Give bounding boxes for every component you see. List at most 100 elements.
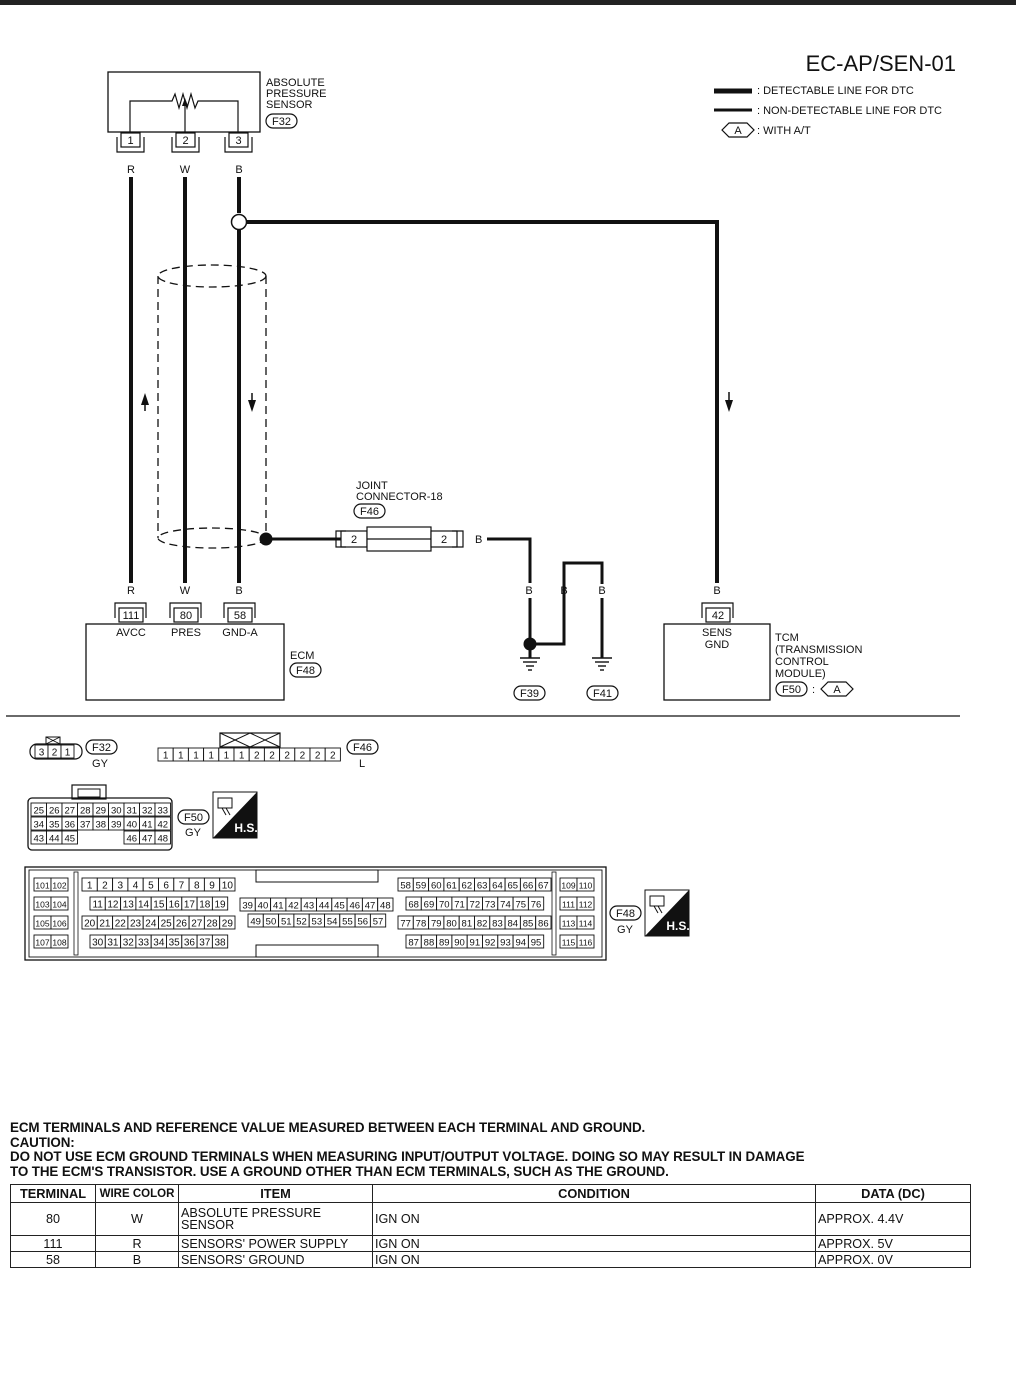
f48-pin-95-box <box>527 934 545 949</box>
tcm-condition-badge <box>820 681 854 697</box>
f48-pin-65: 65 <box>507 881 518 892</box>
f48-pin-19: 19 <box>214 900 226 911</box>
f50-pin-40: 40 <box>126 820 137 831</box>
f50-badge <box>177 809 210 825</box>
f32-color: GY <box>92 758 109 770</box>
f48-housing-outer <box>24 866 607 961</box>
f48-pin-107: 107 <box>35 938 49 948</box>
cell-data: APPROX. 0V <box>815 1251 971 1268</box>
f46-key-diamond-top <box>219 732 281 748</box>
joint-left-pin: 2 <box>351 534 357 546</box>
f48-pin-71: 71 <box>454 900 465 911</box>
tcm-arrow-icon <box>725 400 733 412</box>
f48-pin-55: 55 <box>342 917 353 928</box>
f50-pin-46: 46 <box>126 834 137 845</box>
f48-pin-37: 37 <box>199 938 211 949</box>
joint-name-line-1: JOINT <box>356 480 388 492</box>
ecm: R W B 111 80 58 AVCC PRES GND-A ECM F48 <box>85 585 322 701</box>
ground-wire-2 <box>530 561 604 646</box>
f32-pin-1-box <box>60 744 75 759</box>
f48-pin-11: 11 <box>92 900 103 911</box>
f48-pin-106-box <box>50 915 69 930</box>
tcm-name-line-4: MODULE) <box>775 668 826 680</box>
f48-pin-43: 43 <box>304 901 315 912</box>
f46-pin-1: 1 <box>239 751 245 762</box>
f32-pin-1: 1 <box>65 748 71 759</box>
wire-color-top-r: R <box>127 164 135 176</box>
note-line-4: TO THE ECM'S TRANSISTOR. USE A GROUND OT… <box>10 1163 669 1179</box>
f48-pin-93: 93 <box>500 938 511 949</box>
f46-pin-1: 1 <box>163 751 169 762</box>
f48-pin-64: 64 <box>492 881 503 892</box>
f46-pin-2: 2 <box>300 751 306 762</box>
f48-badge <box>609 905 642 921</box>
f50-latch <box>71 784 107 800</box>
joint-bracket-right <box>452 530 464 548</box>
header-condition: CONDITION <box>372 1184 816 1203</box>
legend-option-badge <box>721 122 755 138</box>
f48-pin-10: 10 <box>222 881 234 892</box>
f50-pin-29: 29 <box>95 806 106 817</box>
f48-pin-13: 13 <box>123 900 135 911</box>
ecm-pin-111: 111 <box>123 610 140 622</box>
sensor-pin-1: 1 <box>127 135 133 147</box>
cell-wire: B <box>95 1251 179 1268</box>
ground-icon-f41 <box>592 657 612 671</box>
up-arrow-icon <box>141 393 149 405</box>
cell-item: SENSORS' GROUND <box>178 1251 373 1268</box>
tcm-connector-badge <box>775 681 808 697</box>
f48-pin-61: 61 <box>446 881 457 892</box>
f50-pin-47: 47 <box>142 834 153 845</box>
f48-pin-7: 7 <box>179 881 185 892</box>
f48-pin-59: 59 <box>416 881 427 892</box>
ground-wire-color-1: B <box>525 585 532 597</box>
potentiometer-resistor <box>129 91 239 132</box>
cell-wire: R <box>95 1235 179 1252</box>
f50-pin-43: 43 <box>33 834 44 845</box>
f48-pin-85: 85 <box>523 919 534 930</box>
f48-pin-91: 91 <box>470 938 481 949</box>
joint-right-pin-box <box>430 530 458 548</box>
f50-pin-34: 34 <box>33 820 44 831</box>
f48-pin-27: 27 <box>191 919 203 930</box>
ground-circuit: B B B F39 F41 <box>513 561 619 701</box>
f48-pin-116: 116 <box>579 938 593 948</box>
sensor-pin-3-box <box>228 132 249 148</box>
joint-connector-badge <box>353 503 386 519</box>
f46-key-diamond <box>219 732 281 748</box>
f48-color: GY <box>617 924 634 936</box>
ecm-pin-58-bracket <box>223 602 256 618</box>
cell-item: SENSORS' POWER SUPPLY <box>178 1235 373 1252</box>
f48-pin-4: 4 <box>133 881 139 892</box>
f48-pin-113: 113 <box>562 919 576 929</box>
f46-id: F46 <box>353 742 372 754</box>
tcm-name-line-2: (TRANSMISSION <box>775 644 862 656</box>
f50-pin-39: 39 <box>111 820 122 831</box>
f48-pin-42: 42 <box>288 901 299 912</box>
f50-pin-35: 35 <box>49 820 60 831</box>
f48-pin-48: 48 <box>380 901 391 912</box>
sensor-body <box>107 71 261 133</box>
f50-pin-48-box <box>154 830 171 845</box>
joint-wire-color: B <box>475 534 482 546</box>
f50-pin-45: 45 <box>64 834 75 845</box>
f50-pin-33-box <box>154 802 171 817</box>
cell-data: APPROX. 4.4V <box>815 1202 971 1236</box>
legend-non-detectable: : NON-DETECTABLE LINE FOR DTC <box>757 105 942 117</box>
ecm-notes: ECM TERMINALS AND REFERENCE VALUE MEASUR… <box>10 1120 1000 1179</box>
shield-bottom <box>157 527 267 549</box>
f48-pin-23: 23 <box>130 919 142 930</box>
ecm-wire-color-r: R <box>127 585 135 597</box>
f48-pin-114: 114 <box>579 919 593 929</box>
ecm-connector-badge <box>289 662 322 678</box>
f48-pin-49: 49 <box>250 917 261 928</box>
f48-pin-95: 95 <box>531 938 542 949</box>
f46-pin-1: 1 <box>178 751 184 762</box>
f48-pin-21: 21 <box>99 919 111 930</box>
sensor-pin-3: 3 <box>235 135 241 147</box>
f48-pin-67: 67 <box>538 881 549 892</box>
f48-pin-89: 89 <box>439 938 450 949</box>
